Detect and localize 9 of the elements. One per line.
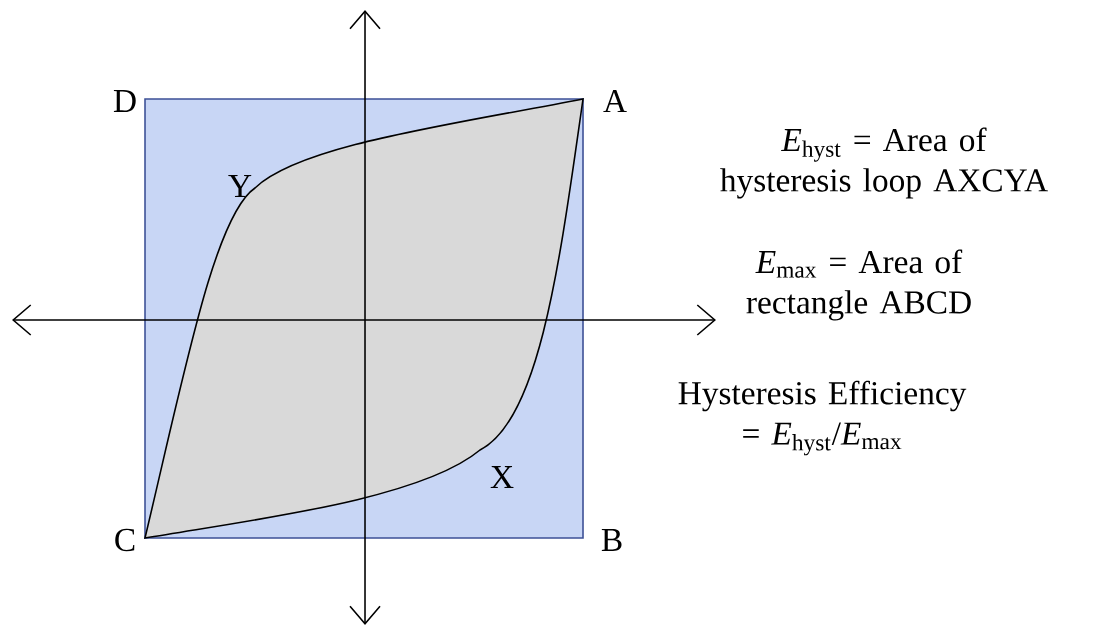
corner-label: A — [603, 90, 627, 112]
corner-label: C — [115, 528, 135, 552]
curve-label: X — [490, 466, 514, 488]
corner-label: D — [113, 90, 136, 112]
corner-label: B — [601, 529, 622, 551]
equation-text: Hysteresis Efficiency = E$_{hyst}$/E$_{max}$ — [678, 380, 967, 456]
curve-label: Y — [228, 175, 252, 197]
equation-text: E$_{max}$ = Area of rectangle ABCD — [746, 249, 971, 321]
equation-text: E$_{hyst}$ = Area of hysteresis loop AXCYA — [720, 127, 1048, 199]
